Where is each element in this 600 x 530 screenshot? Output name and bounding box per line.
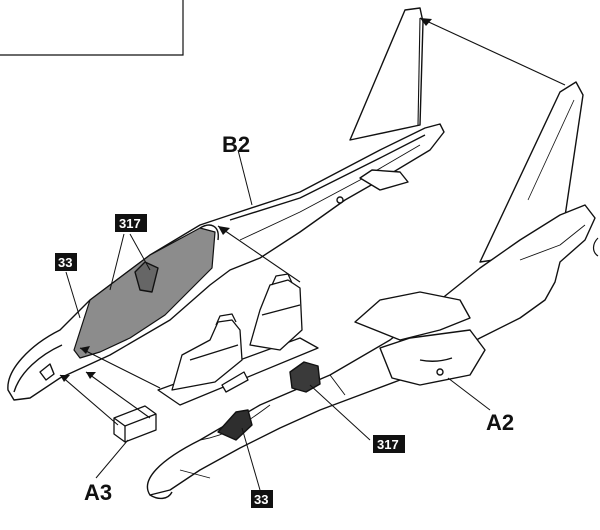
corner-frame	[0, 0, 184, 56]
fuselage-left-half-b2	[7, 7, 445, 401]
a3-leader-2	[85, 371, 151, 419]
label-b2: B2	[222, 132, 250, 157]
paint-tag-33-left: 33	[55, 253, 77, 271]
part-a3	[113, 405, 157, 443]
ejection-seats	[157, 273, 319, 406]
leader-lines	[59, 17, 566, 426]
paint-tag-317-top-text: 317	[119, 216, 141, 231]
paint-tag-317-top: 317	[115, 214, 147, 232]
seat-front-leader	[79, 347, 161, 389]
fin-vertical-line	[417, 17, 421, 126]
label-leaders	[65, 149, 491, 491]
fuselage-right-half-a2	[146, 81, 596, 500]
paint-tag-33-bottom-text: 33	[254, 492, 268, 507]
paint-tag-33-left-text: 33	[58, 255, 72, 270]
paint-tag-33-bottom: 33	[251, 490, 273, 508]
a3-leader-1	[59, 374, 119, 426]
paint-tag-317-right: 317	[373, 435, 405, 453]
label-a3: A3	[84, 480, 112, 505]
seat-rear-leader	[217, 225, 301, 283]
arrowheads	[60, 18, 432, 382]
label-a2: A2	[486, 410, 514, 435]
edge-fragment	[592, 237, 599, 257]
paint-tag-317-right-text: 317	[377, 437, 399, 452]
fin-alignment-line	[419, 17, 566, 86]
